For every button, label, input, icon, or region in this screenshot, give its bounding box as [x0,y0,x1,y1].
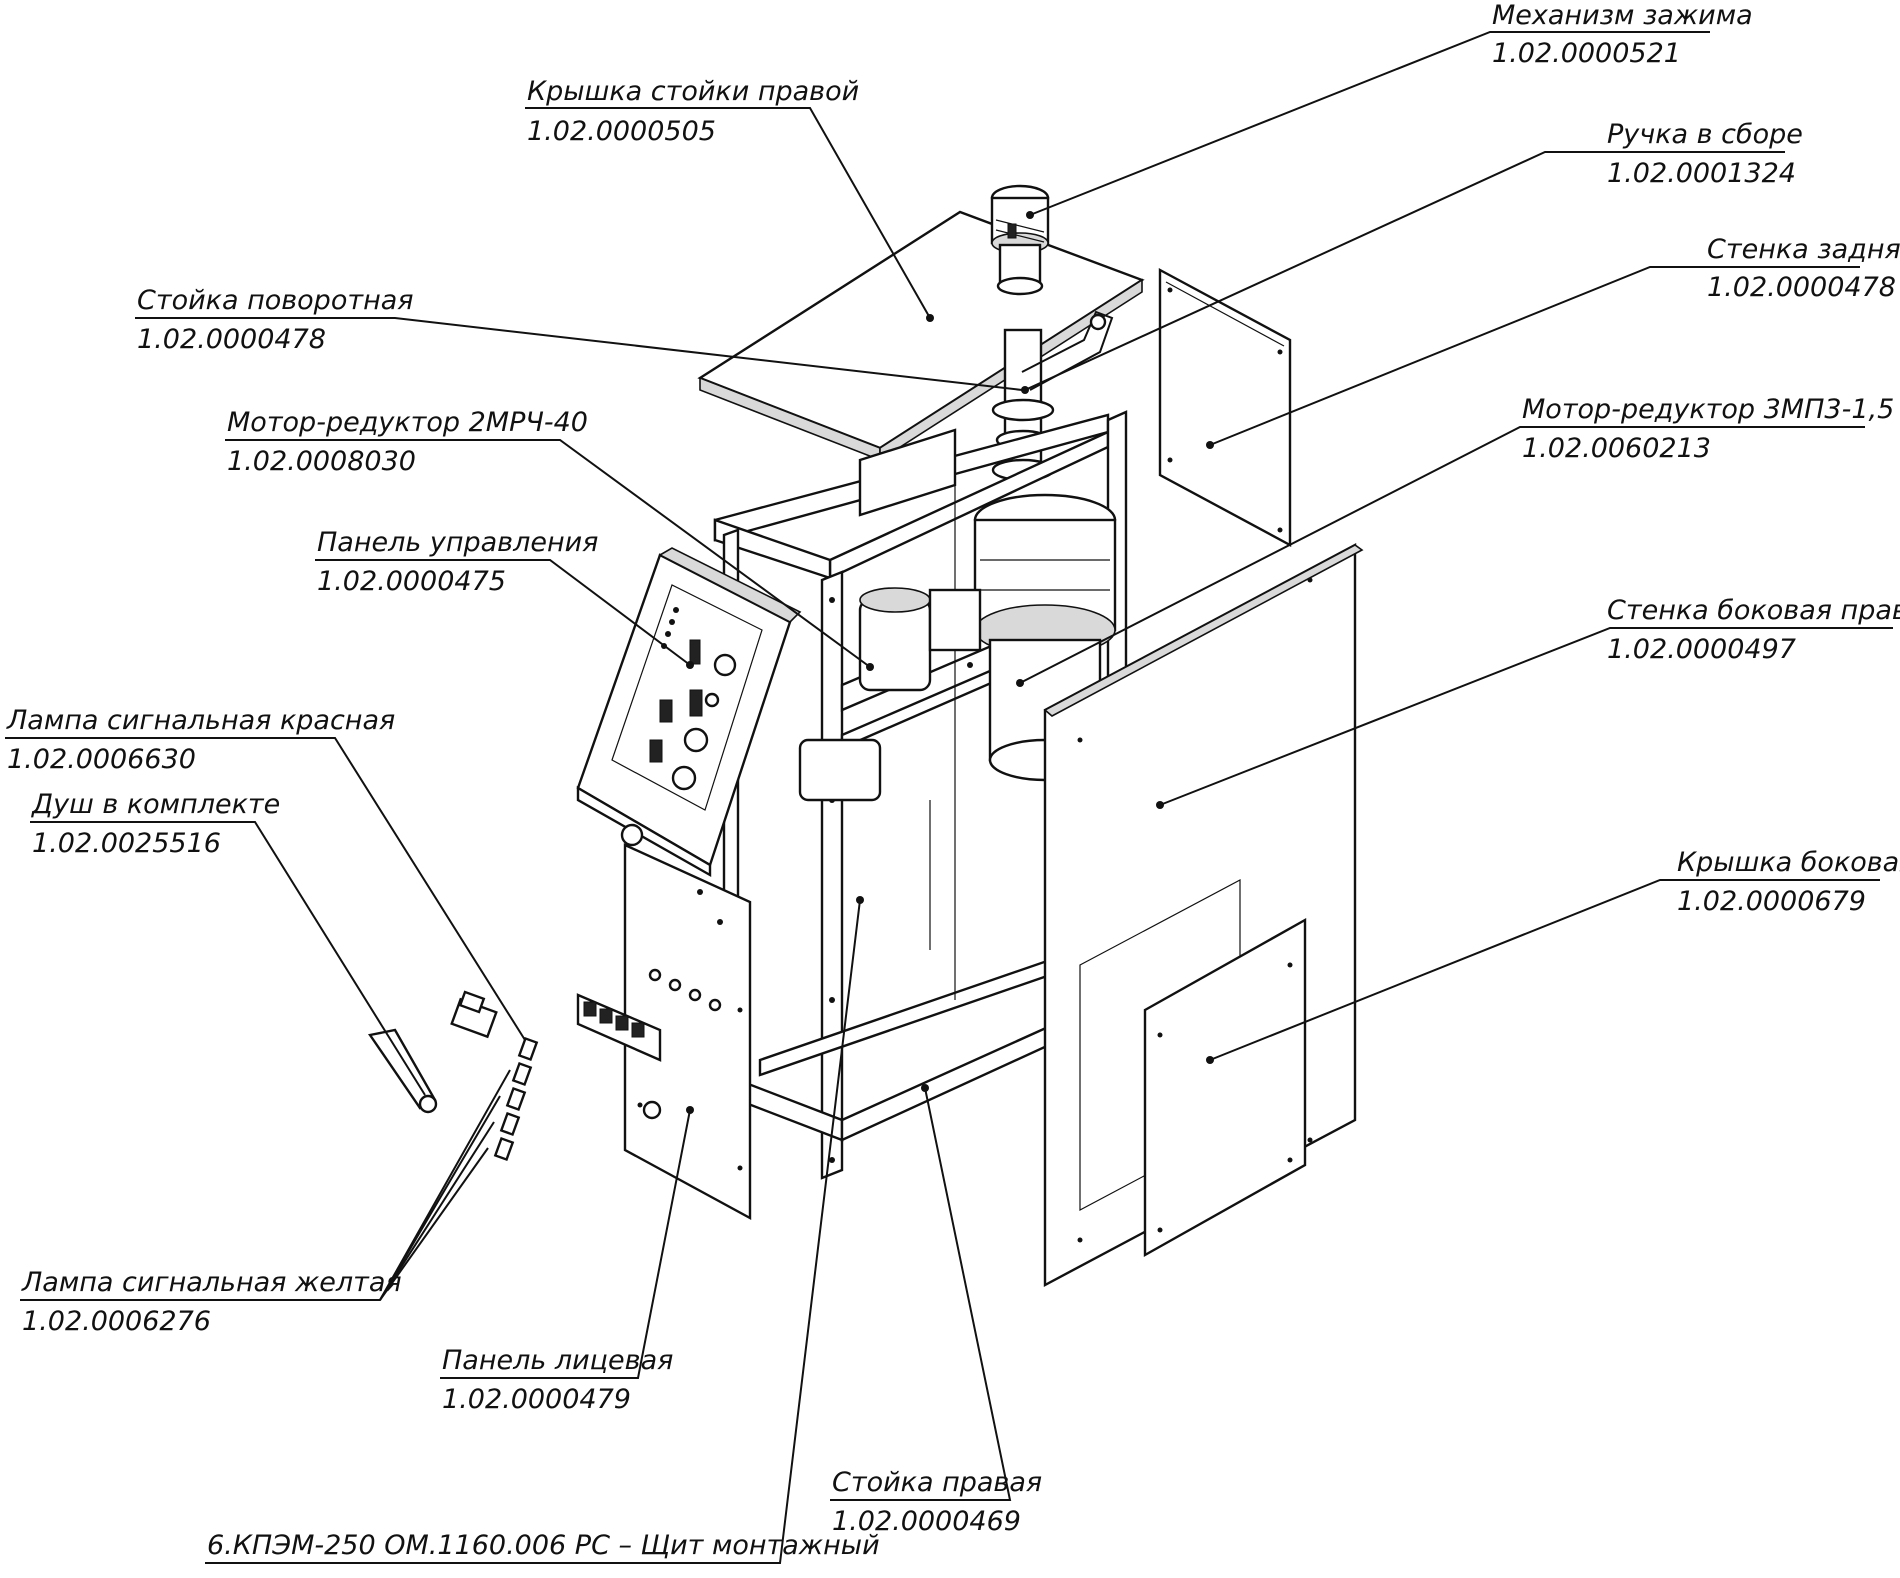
callout-title: Стойка поворотная [137,285,414,316]
control-panel-part [576,547,802,878]
handle-part [1021,310,1114,391]
callout-mehanizm-zazhima: Механизм зажима 1.02.0000521 [1492,0,1753,69]
callout-motor-reduktor-3mp3: Мотор-редуктор 3МП3-1,5 1.02.0060213 [1522,394,1894,464]
callout-code: 1.02.0000479 [442,1384,631,1415]
callout-title: Ручка в сборе [1607,119,1803,150]
callout-stoyka-povorotnaya: Стойка поворотная 1.02.0000478 [137,285,414,355]
callout-code: 1.02.0001324 [1607,158,1796,189]
callout-stenka-bokovaya-pravaya: Стенка боковая правая 1.02.0000497 [1607,595,1900,665]
callout-code: 1.02.0060213 [1522,433,1711,464]
callout-title: Стойка правая [832,1467,1042,1498]
callout-panel-upravleniya: Панель управления 1.02.0000475 [317,527,598,597]
lamp-block-part [576,993,662,1062]
back-wall-part [1158,267,1292,548]
callout-code: 1.02.0000521 [1492,38,1681,69]
callout-ruchka-v-sbore: Ручка в сборе 1.02.0001324 [1607,119,1803,189]
callout-title: Крышка стойки правой [527,76,859,107]
callout-code: 1.02.0000497 [1607,634,1796,665]
callout-code: 1.02.0008030 [227,446,416,477]
leader-lines [5,31,1893,1564]
front-panel-part [623,843,752,1221]
callout-title: Механизм зажима [1492,0,1753,31]
side-cover-part [1143,917,1307,1258]
callout-lampa-krasnaya: Лампа сигнальная красная 1.02.0006630 [6,705,395,775]
callout-title: Мотор-редуктор 2МРЧ-40 [227,407,588,438]
callout-dush-v-komplekte: Душ в комплекте 1.02.0025516 [31,789,280,859]
callout-code: 1.02.0000478 [137,324,326,355]
callout-code: 1.02.0000478 [1707,272,1896,303]
callout-code: 1.02.0000475 [317,566,506,597]
callout-title: 6.КПЭМ-250 ОМ.1160.006 РС – Щит монтажны… [207,1530,880,1561]
callout-kryshka-bokovaya: Крышка боковая 1.02.0000679 [1677,847,1900,917]
machine-illustration [367,184,1364,1287]
callout-code: 1.02.0006276 [22,1306,211,1337]
callout-title: Стенка задняя [1707,234,1900,265]
small-gearmotor-part [798,587,982,802]
signal-lamps-part [493,1036,539,1162]
callout-title: Панель лицевая [442,1345,673,1376]
callout-stenka-zadnyaya: Стенка задняя 1.02.0000478 [1707,234,1900,303]
callout-code: 1.02.0000505 [527,116,716,147]
callout-title: Крышка боковая [1677,847,1900,878]
callout-code: 1.02.0000679 [1677,886,1866,917]
callout-code: 1.02.0000469 [832,1506,1021,1537]
callout-title: Лампа сигнальная красная [6,705,395,736]
callout-title: Душ в комплекте [31,789,280,820]
callout-code: 1.02.0006630 [7,744,196,775]
callout-title: Мотор-редуктор 3МП3-1,5 [1522,394,1894,425]
callout-code: 1.02.0025516 [32,828,221,859]
callout-lampa-zheltaya: Лампа сигнальная желтая 1.02.0006276 [21,1267,402,1337]
shower-set-part [367,990,498,1114]
callout-kryshka-stoyki-pravoy: Крышка стойки правой 1.02.0000505 [527,76,859,147]
callout-title: Лампа сигнальная желтая [21,1267,402,1298]
callout-title: Панель управления [317,527,598,558]
callout-shit-montazhny: 6.КПЭМ-250 ОМ.1160.006 РС – Щит монтажны… [207,1530,880,1561]
callout-stoyka-pravaya: Стойка правая 1.02.0000469 [832,1467,1042,1537]
callout-motor-reduktor-2mpch: Мотор-редуктор 2МРЧ-40 1.02.0008030 [227,407,588,477]
callout-panel-litsevaya: Панель лицевая 1.02.0000479 [442,1345,673,1415]
clamp-mechanism-part [990,184,1050,296]
callout-title: Стенка боковая правая [1607,595,1900,626]
